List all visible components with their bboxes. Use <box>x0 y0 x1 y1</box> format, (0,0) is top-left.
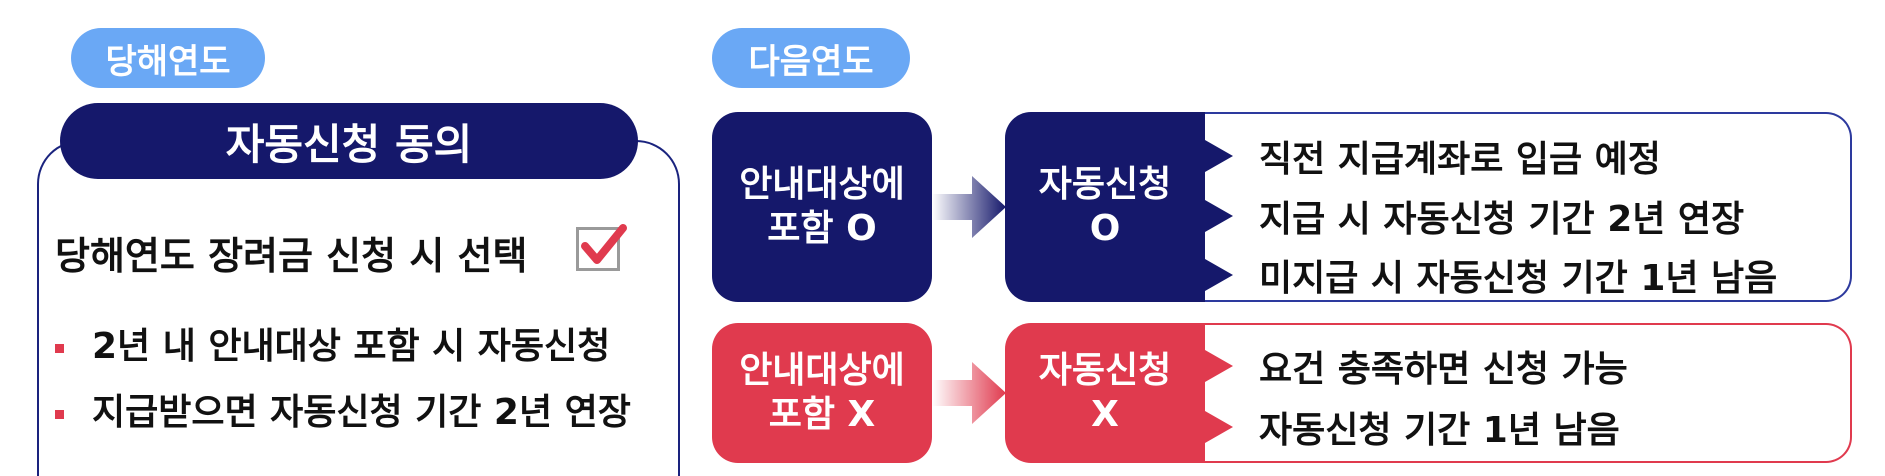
condition-text-line1: 안내대상에 <box>739 350 905 391</box>
triangle-bullet-icon <box>1205 200 1233 232</box>
auto-apply-no-node: 자동신청 X <box>1005 323 1205 463</box>
auto-apply-yes-node: 자동신청 O <box>1005 112 1205 302</box>
outcome-text: 미지급 시 자동신청 기간 1년 남음 <box>1259 258 1778 299</box>
triangle-bullet-icon <box>1205 411 1233 443</box>
included-condition-node: 안내대상에 포함 O <box>712 112 932 302</box>
consent-bullet-item: 지급받으면 자동신청 기간 2년 연장 <box>55 383 631 435</box>
right-arrow-icon <box>932 176 1006 238</box>
auto-apply-consent-header: 자동신청 동의 <box>60 103 638 179</box>
outcome-item: 지급 시 자동신청 기간 2년 연장 <box>1205 190 1744 242</box>
next-year-label: 다음연도 <box>712 28 910 88</box>
outcome-text: 자동신청 기간 1년 남음 <box>1259 410 1620 451</box>
condition-text-line1: 안내대상에 <box>739 164 905 205</box>
outcome-item: 직전 지급계좌로 입금 예정 <box>1205 130 1661 182</box>
triangle-bullet-icon <box>1205 140 1233 172</box>
condition-text-line2: 포함 O <box>767 208 877 249</box>
auto-text-line2: X <box>1091 394 1119 435</box>
square-bullet-icon <box>55 409 64 419</box>
auto-text-line1: 자동신청 <box>1038 350 1172 391</box>
square-bullet-icon <box>55 343 64 353</box>
condition-text-line2: 포함 X <box>768 394 876 435</box>
outcome-text: 지급 시 자동신청 기간 2년 연장 <box>1259 199 1745 240</box>
included-outcome-box <box>1180 112 1852 302</box>
current-year-label: 당해연도 <box>71 28 265 88</box>
excluded-outcome-box <box>1180 323 1852 463</box>
outcome-item: 요건 충족하면 신청 가능 <box>1205 340 1628 392</box>
outcome-text: 직전 지급계좌로 입금 예정 <box>1259 139 1661 180</box>
outcome-item: 미지급 시 자동신청 기간 1년 남음 <box>1205 249 1777 301</box>
bullet-text: 2년 내 안내대상 포함 시 자동신청 <box>92 326 611 367</box>
auto-text-line1: 자동신청 <box>1038 164 1172 205</box>
triangle-bullet-icon <box>1205 259 1233 291</box>
excluded-condition-node: 안내대상에 포함 X <box>712 323 932 463</box>
right-arrow-icon <box>932 362 1006 424</box>
outcome-item: 자동신청 기간 1년 남음 <box>1205 401 1620 453</box>
checked-checkbox-icon <box>576 224 627 271</box>
select-instruction: 당해연도 장려금 신청 시 선택 <box>55 234 528 278</box>
auto-apply-consent-card <box>37 140 680 476</box>
auto-text-line2: O <box>1089 208 1121 249</box>
triangle-bullet-icon <box>1205 350 1233 382</box>
outcome-text: 요건 충족하면 신청 가능 <box>1259 349 1628 390</box>
bullet-text: 지급받으면 자동신청 기간 2년 연장 <box>92 392 631 433</box>
consent-bullet-item: 2년 내 안내대상 포함 시 자동신청 <box>55 317 610 369</box>
